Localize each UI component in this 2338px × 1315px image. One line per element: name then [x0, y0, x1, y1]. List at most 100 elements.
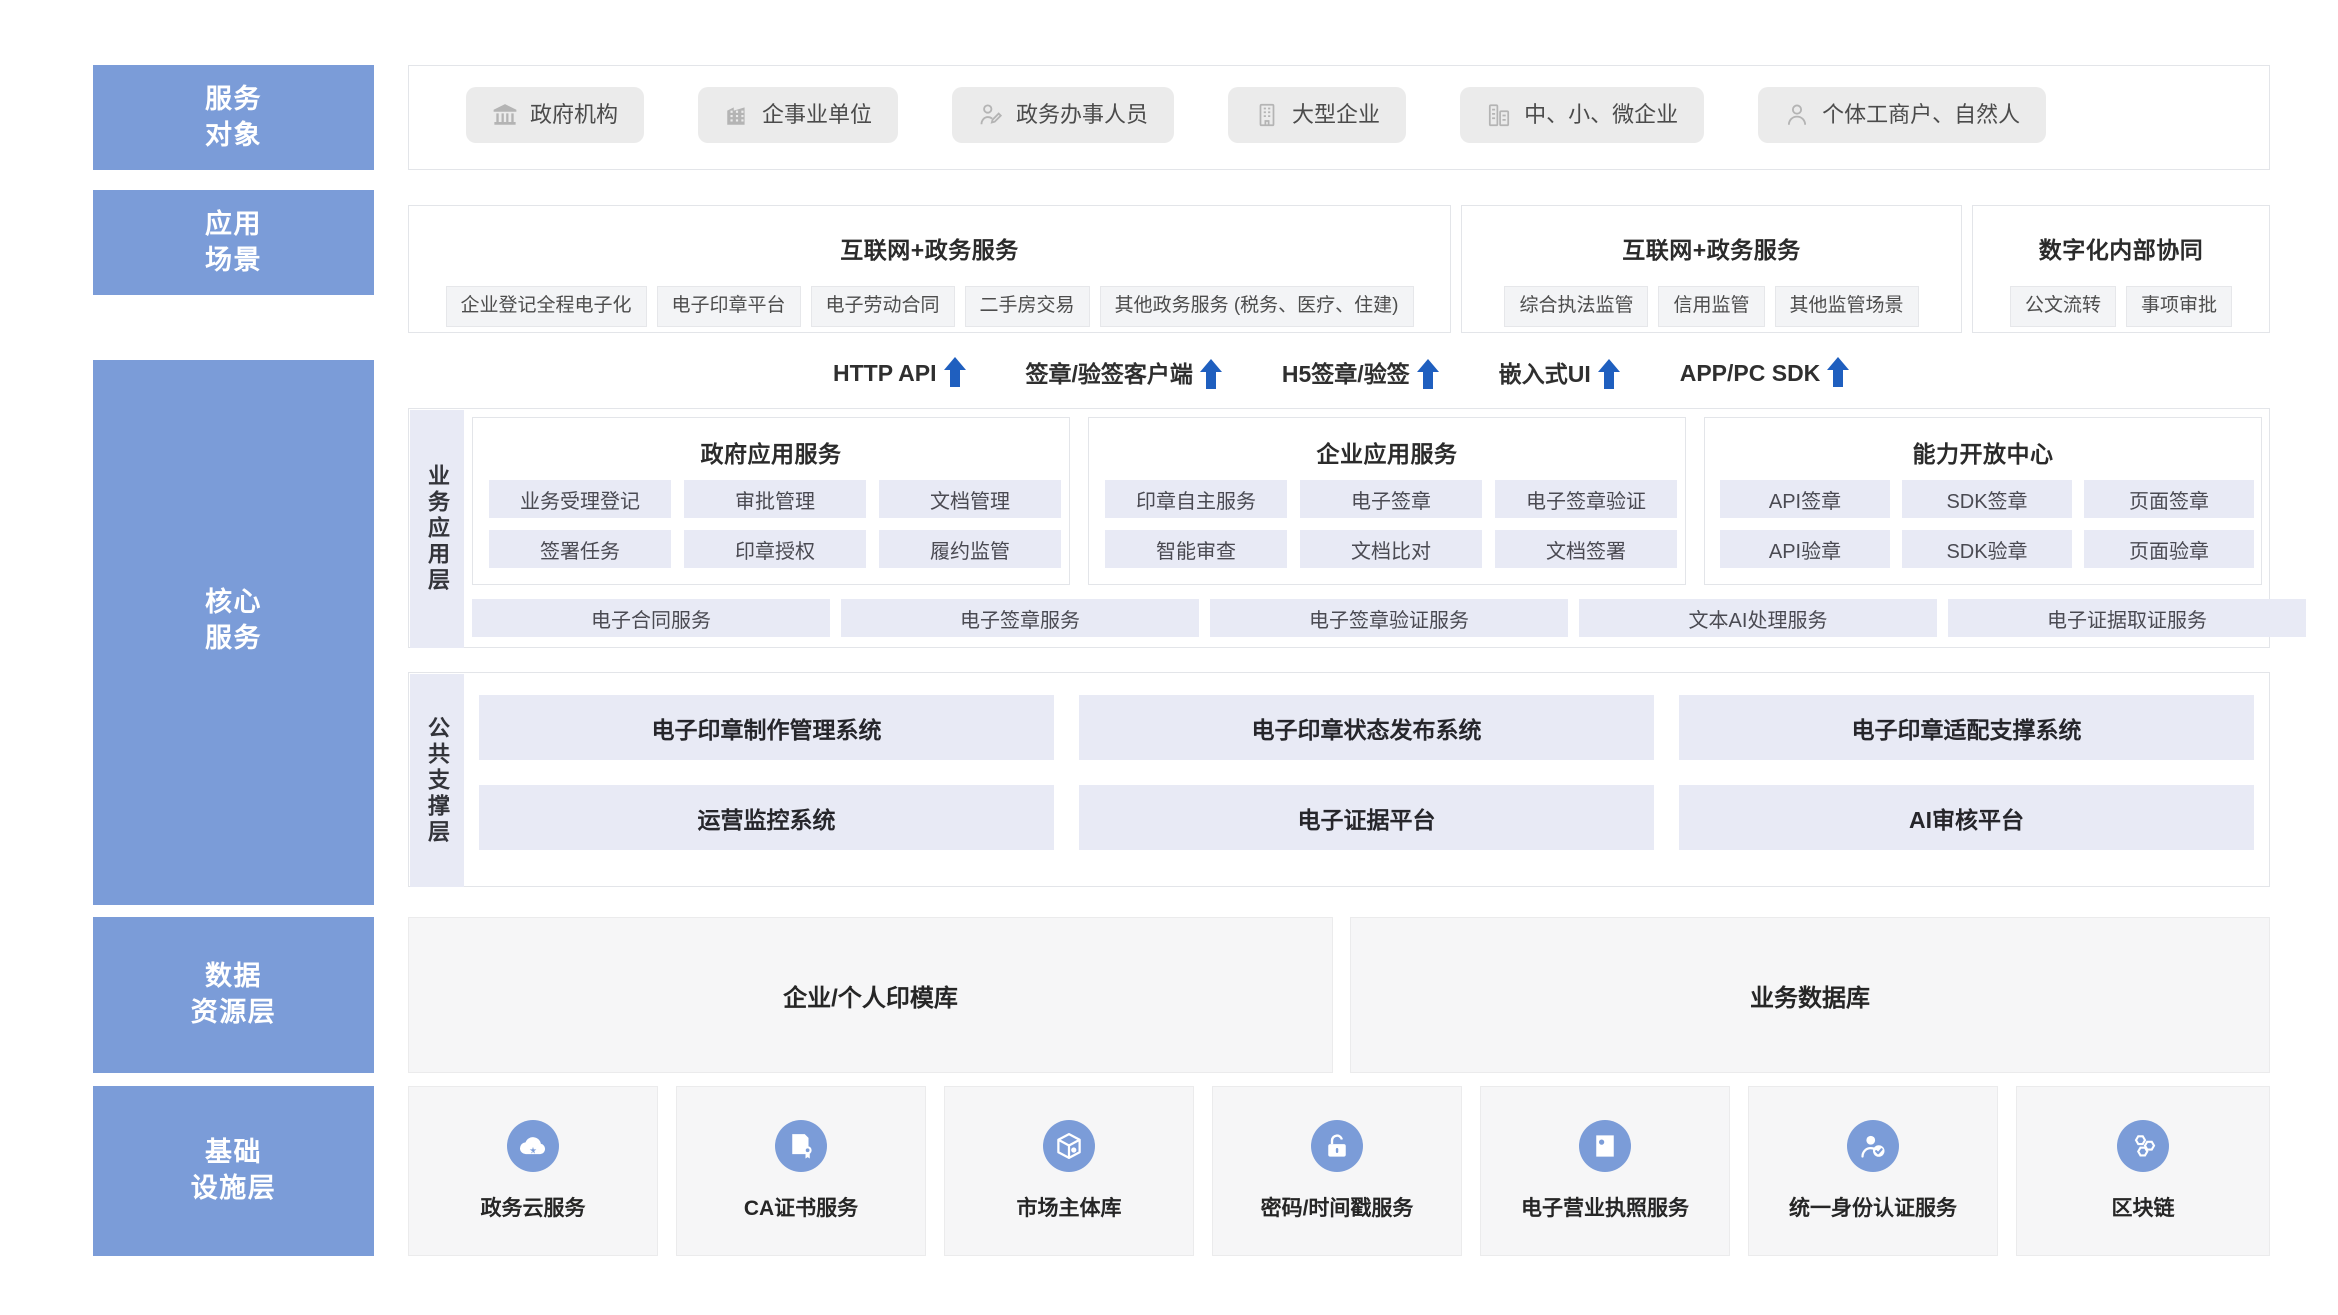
- scenario-tag[interactable]: 公文流转: [2009, 286, 2116, 327]
- scenario-tag-row: 综合执法监管 信用监管 其他监管场景: [1462, 286, 1961, 327]
- support-system[interactable]: 电子印章适配支撑系统: [1679, 695, 2254, 760]
- interface-label: HTTP API: [833, 360, 937, 386]
- scenario-tag-row: 公文流转 事项审批: [1973, 286, 2269, 327]
- business-service-strip-row: 电子合同服务 电子签章服务 电子签章验证服务 文本AI处理服务 电子证据取证服务: [472, 599, 2306, 637]
- support-system[interactable]: 电子印章制作管理系统: [479, 695, 1054, 760]
- certificate-icon: [775, 1120, 827, 1172]
- scenario-tag[interactable]: 企业登记全程电子化: [445, 286, 647, 327]
- service-object-chip-individual[interactable]: 个体工商户、自然人: [1758, 87, 2047, 143]
- service-cell[interactable]: 履约监管: [879, 530, 1061, 568]
- office-building-icon: [724, 102, 750, 128]
- infra-card-market-entity-database[interactable]: 市场主体库: [944, 1086, 1194, 1256]
- interface-http-api: HTTP API: [833, 357, 966, 387]
- support-system[interactable]: 运营监控系统: [479, 785, 1054, 850]
- scenario-tag[interactable]: 二手房交易: [964, 286, 1090, 327]
- scenario-tag[interactable]: 综合执法监管: [1504, 286, 1649, 327]
- panel-title: 政府应用服务: [700, 441, 842, 467]
- rail-block-service-object: 服务 对象: [93, 65, 374, 170]
- infra-label: CA证书服务: [743, 1197, 859, 1220]
- scenario-tag[interactable]: 信用监管: [1658, 286, 1765, 327]
- small-building-icon: [1486, 102, 1512, 128]
- service-cell[interactable]: API验章: [1720, 530, 1890, 568]
- data-store-seal-library[interactable]: 企业/个人印模库: [408, 917, 1333, 1073]
- infra-card-gov-cloud[interactable]: 政务云服务: [408, 1086, 658, 1256]
- arrow-up-icon: [1199, 359, 1222, 389]
- rail-label-line: 场景: [205, 244, 262, 275]
- infra-card-blockchain[interactable]: 区块链: [2016, 1086, 2270, 1256]
- scenario-panel-digital-collaboration: 数字化内部协同 公文流转 事项审批: [1972, 205, 2270, 333]
- business-layer-side-label: 业务应用层: [410, 410, 464, 648]
- rail-block-application-scenario: 应用 场景: [93, 190, 374, 295]
- service-strip[interactable]: 电子签章服务: [841, 599, 1199, 637]
- scenario-title: 数字化内部协同: [2038, 237, 2204, 263]
- infra-card-unified-identity-auth[interactable]: 统一身份认证服务: [1748, 1086, 1998, 1256]
- service-object-chip-large-enterprise[interactable]: 大型企业: [1228, 87, 1407, 143]
- cloud-icon: [507, 1120, 559, 1172]
- infra-label: 市场主体库: [1016, 1197, 1122, 1220]
- service-cell[interactable]: 页面验章: [2084, 530, 2254, 568]
- service-cell[interactable]: SDK签章: [1902, 480, 2072, 518]
- rail-label-line: 基础: [205, 1137, 262, 1168]
- service-cell[interactable]: 印章授权: [684, 530, 866, 568]
- interface-embedded-ui: 嵌入式UI: [1499, 355, 1620, 389]
- infra-label: 统一身份认证服务: [1789, 1197, 1957, 1220]
- service-cell[interactable]: 文档比对: [1300, 530, 1482, 568]
- service-strip[interactable]: 电子签章验证服务: [1210, 599, 1568, 637]
- service-object-chip-enterprise-unit[interactable]: 企事业单位: [698, 87, 899, 143]
- support-system[interactable]: 电子印章状态发布系统: [1079, 695, 1654, 760]
- infra-card-ca-certificate[interactable]: CA证书服务: [676, 1086, 926, 1256]
- service-cell[interactable]: 电子签章验证: [1495, 480, 1677, 518]
- service-cell[interactable]: 业务受理登记: [489, 480, 671, 518]
- panel-capability-open-center: 能力开放中心 API签章 SDK签章 页面签章 API验章 SDK验章 页面验章: [1704, 417, 2262, 585]
- support-system[interactable]: 电子证据平台: [1079, 785, 1654, 850]
- chip-label: 政府机构: [530, 102, 619, 127]
- scenario-tag[interactable]: 其他政务服务 (税务、医疗、住建): [1099, 286, 1414, 327]
- service-cell[interactable]: 印章自主服务: [1105, 480, 1287, 518]
- cube-icon: [1043, 1120, 1095, 1172]
- id-card-icon: [1579, 1120, 1631, 1172]
- scenario-tag[interactable]: 事项审批: [2126, 286, 2233, 327]
- scenario-tag[interactable]: 电子印章平台: [656, 286, 801, 327]
- rail-label-line: 服务: [205, 83, 262, 114]
- support-system[interactable]: AI审核平台: [1679, 785, 2254, 850]
- service-cell[interactable]: 文档签署: [1495, 530, 1677, 568]
- service-cell[interactable]: 智能审查: [1105, 530, 1287, 568]
- blockchain-icon: [2117, 1120, 2169, 1172]
- scenario-tag-row: 企业登记全程电子化 电子印章平台 电子劳动合同 二手房交易 其他政务服务 (税务…: [409, 286, 1450, 327]
- service-cell[interactable]: 审批管理: [684, 480, 866, 518]
- scenario-panel-internet-gov-service: 互联网+政务服务 企业登记全程电子化 电子印章平台 电子劳动合同 二手房交易 其…: [408, 205, 1451, 333]
- service-object-chip-sme[interactable]: 中、小、微企业: [1460, 87, 1705, 143]
- service-cell[interactable]: 签署任务: [489, 530, 671, 568]
- support-system-grid: 电子印章制作管理系统 电子印章状态发布系统 电子印章适配支撑系统 运营监控系统 …: [479, 695, 2254, 850]
- service-cell[interactable]: 电子签章: [1300, 480, 1482, 518]
- service-strip[interactable]: 文本AI处理服务: [1579, 599, 1937, 637]
- person-pen-icon: [978, 102, 1004, 128]
- service-object-chip-government[interactable]: 政府机构: [466, 87, 645, 143]
- service-strip[interactable]: 电子证据取证服务: [1948, 599, 2306, 637]
- service-object-panel: 政府机构 企事业单位 政务办事人员: [408, 65, 2270, 170]
- interface-label: APP/PC SDK: [1679, 360, 1821, 386]
- person-icon: [1784, 102, 1810, 128]
- panel-title: 企业应用服务: [1316, 441, 1458, 467]
- infra-label: 密码/时间戳服务: [1260, 1197, 1414, 1220]
- infra-card-crypto-timestamp[interactable]: 密码/时间戳服务: [1212, 1086, 1462, 1256]
- panel-title: 能力开放中心: [1912, 441, 2054, 467]
- service-cell[interactable]: 文档管理: [879, 480, 1061, 518]
- service-object-chip-government-staff[interactable]: 政务办事人员: [952, 87, 1175, 143]
- service-cell[interactable]: SDK验章: [1902, 530, 2072, 568]
- chip-label: 企事业单位: [762, 102, 873, 127]
- infra-card-e-business-license[interactable]: 电子营业执照服务: [1480, 1086, 1730, 1256]
- lock-icon: [1311, 1120, 1363, 1172]
- service-cell[interactable]: API签章: [1720, 480, 1890, 518]
- rail-block-infrastructure-layer: 基础 设施层: [93, 1086, 374, 1256]
- data-store-business-database[interactable]: 业务数据库: [1350, 917, 2270, 1073]
- government-building-icon: [492, 102, 518, 128]
- scenario-tag[interactable]: 电子劳动合同: [810, 286, 955, 327]
- service-strip[interactable]: 电子合同服务: [472, 599, 830, 637]
- business-application-layer: 业务应用层 政府应用服务 业务受理登记 审批管理 文档管理 签署任务 印章授权 …: [408, 408, 2306, 648]
- rail-label-line: 对象: [205, 119, 262, 150]
- service-cell[interactable]: 页面签章: [2084, 480, 2254, 518]
- interface-h5-sign-verify: H5签章/验签: [1282, 355, 1439, 389]
- tower-building-icon: [1254, 102, 1280, 128]
- scenario-tag[interactable]: 其他监管场景: [1774, 286, 1919, 327]
